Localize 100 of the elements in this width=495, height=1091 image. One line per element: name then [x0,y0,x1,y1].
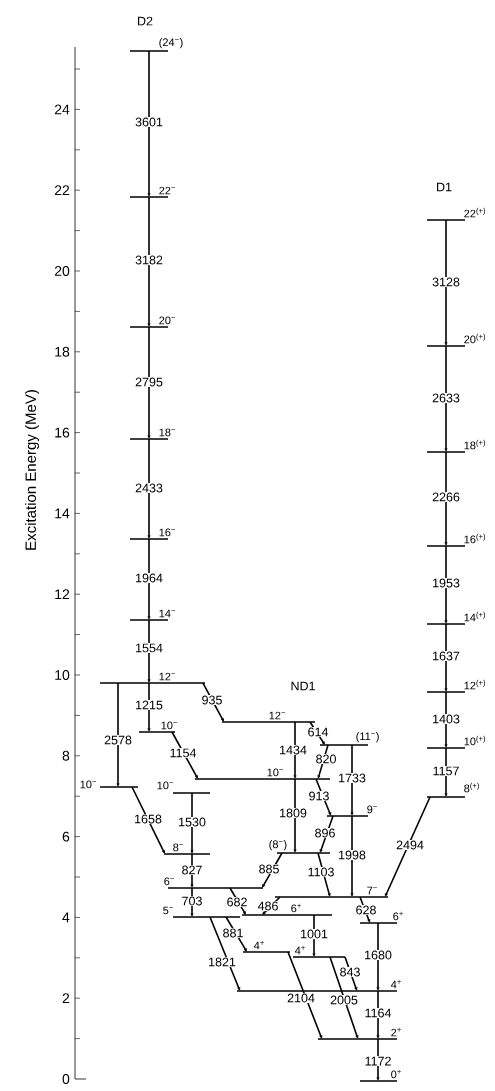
energy-label: 843 [339,967,362,978]
transition-arrow [312,914,316,957]
level-line: 2$^{+}$ [318,1027,401,1040]
transition-arrow [350,815,354,897]
level-line: 4$^{+}$ [243,940,290,953]
tick-label: 24 [54,104,70,115]
energy-label: 1434 [278,745,308,756]
level-line: 10$^{−}$ [195,768,330,780]
transition-arrow [444,451,448,546]
band-label: D2 [138,16,153,26]
tick-label: 0 [62,1074,70,1084]
energy-label: 2633 [431,393,461,404]
energy-label: 1821 [207,957,237,968]
energy-label: 682 [225,897,249,908]
level-line: 14$^{−}$ [130,609,176,621]
transition-arrow [147,538,151,620]
transition-arrow [190,792,194,854]
energy-label: 885 [258,864,281,875]
transition-arrow [344,956,358,991]
energy-label: 1403 [431,714,461,725]
transition-arrow [147,50,151,197]
level-line: 16$^{(+)}$ [427,533,486,547]
energy-label: 1637 [431,651,461,662]
energy-label: 628 [355,905,378,916]
transition-arrow [147,196,151,327]
transition-arrow [293,721,297,779]
transition-arrow [190,887,194,917]
level-line: 20$^{−}$ [130,316,176,328]
level-line: 10$^{−}$ [80,780,138,789]
level-line: 12$^{−}$ [100,672,205,684]
tick-label: 6 [62,831,70,842]
transition-arrow [131,786,165,854]
energy-label: 1998 [337,850,367,861]
tick-label: 18 [55,346,70,357]
transition-arrow [444,623,448,692]
level-line: 8$^{(+)}$ [427,782,479,798]
transition-arrow [190,853,194,888]
energy-label: 2266 [431,492,461,503]
energy-label: 827 [180,865,204,876]
energy-label: 1164 [363,1008,393,1019]
transition-arrow [209,916,241,991]
energy-label: 2433 [134,483,164,494]
level-line: 4$^{+}$ [293,945,345,958]
transition-arrow [385,796,431,897]
level-line: (24$^{−}$) [130,38,183,52]
tick-label: 4 [62,912,70,923]
transition-arrow [329,956,359,1039]
transition-arrow [147,326,151,439]
tick-label: 8 [62,750,70,761]
tick-label: 20 [54,266,70,276]
transition-arrow [147,619,151,683]
level-line: 10$^{−}$ [139,721,178,733]
level-line: (8$^{−}$) [269,840,330,854]
transition-arrow [359,896,371,923]
energy-label: 1953 [431,578,461,589]
transition-arrow [293,778,297,853]
energy-label: 2795 [134,377,164,388]
energy-label: 1680 [363,950,393,961]
level-line: 10$^{−}$ [157,781,210,794]
transition-arrow [444,545,448,624]
energy-label: 913 [308,791,331,802]
level-line: 5$^{−}$ [163,906,240,918]
axis-title: Excitation Energy (MeV) [25,390,39,550]
transition-arrow [317,852,331,897]
tick-label: 2 [62,993,70,1004]
level-line: 16$^{−}$ [130,528,176,540]
level-line: 18$^{(+)}$ [427,439,486,453]
energy-label: 1733 [337,773,367,784]
energy-label: 3128 [431,277,461,288]
energy-label: 614 [307,727,330,738]
energy-label: 703 [180,896,204,907]
transition-arrow [444,747,448,797]
transition-arrow [376,922,380,991]
energy-label: 1172 [363,1056,393,1066]
energy-label: 1103 [306,867,336,878]
transition-arrow [262,896,281,915]
energy-label: 2578 [103,735,133,746]
energy-label: 3182 [134,255,164,266]
tick-label: 16 [55,427,70,438]
energy-label: 881 [221,928,245,939]
energy-label: 820 [315,754,338,765]
energy-label: 1215 [134,700,164,711]
level-line: 9$^{−}$ [327,805,377,817]
tick-label: 12 [55,589,70,600]
energy-label: 1530 [177,817,207,828]
energy-label: 1154 [168,748,198,758]
transition-arrow [315,778,332,816]
level-line: 6$^{−}$ [164,877,263,889]
energy-label: 2494 [395,840,425,851]
tick-label: 22 [54,185,70,196]
level-line: 18$^{−}$ [130,428,176,440]
energy-label: 1658 [133,814,163,825]
level-line: 12$^{(+)}$ [427,679,486,693]
level-line: 22$^{−}$ [130,186,176,198]
level-line: 10$^{(+)}$ [427,735,486,749]
band-label: D1 [437,182,452,192]
transition-arrow [444,691,448,748]
transition-arrow [444,219,448,346]
transition-arrow [147,682,151,732]
level-line: 8$^{−}$ [164,843,210,855]
